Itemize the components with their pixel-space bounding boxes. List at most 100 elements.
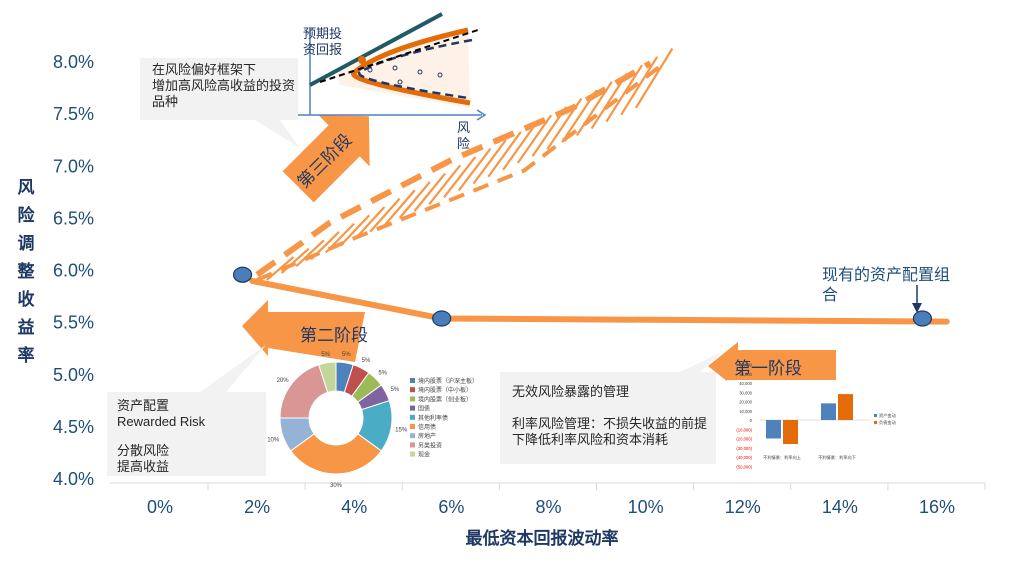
minibar-category-label: 不利情景：利率向上 bbox=[763, 454, 801, 461]
portfolio-markers bbox=[232, 266, 933, 327]
inset-point bbox=[358, 56, 366, 64]
legend-label: 房地产 bbox=[418, 432, 436, 440]
phase3-hatch-line bbox=[620, 56, 659, 116]
phase3-hatch-line bbox=[487, 131, 522, 178]
legend-label: 信用债 bbox=[418, 423, 436, 431]
inset-dot bbox=[397, 79, 403, 85]
phase1-label: 第一阶段 bbox=[734, 359, 802, 378]
minibar-y-tick: (40,000) bbox=[736, 455, 752, 460]
inset-x-label-2: 险 bbox=[457, 136, 470, 151]
minibar-bar bbox=[766, 420, 781, 439]
inset-x-label-1: 风 bbox=[457, 120, 470, 135]
phase3-hatch-line bbox=[443, 156, 477, 199]
minibar-y-tick: (10,000) bbox=[736, 427, 752, 432]
inset-dot bbox=[392, 65, 398, 71]
phase1-text-1: 无效风险暴露的管理 bbox=[512, 384, 629, 399]
phase3-hatch-line bbox=[295, 239, 325, 267]
legend-label: 境内股票（沪深主板） bbox=[418, 377, 478, 385]
y-axis-title-char: 调 bbox=[18, 234, 35, 253]
minibar-y-tick: 50,000 bbox=[739, 372, 752, 377]
legend-label: 境内股票（创业板） bbox=[418, 395, 472, 403]
x-tick-label: 10% bbox=[628, 497, 664, 517]
portfolio-point bbox=[912, 310, 933, 327]
minibar-background bbox=[727, 380, 887, 465]
minibar-y-tick: 0 bbox=[750, 418, 753, 423]
current-portfolio-pointer-head bbox=[912, 303, 922, 313]
minibar-y-tick: 20,000 bbox=[739, 400, 752, 405]
minibar-y-tick: 30,000 bbox=[739, 390, 752, 395]
minibar-y-tick: 40,000 bbox=[739, 381, 752, 386]
legend-swatch bbox=[410, 378, 415, 383]
donut-legend: 境内股票（沪深主板）境内股票（中小板）境内股票（创业板） 国债其他利率债信用债房地… bbox=[410, 377, 478, 459]
inset-dot bbox=[437, 72, 443, 78]
y-axis-title-char: 收 bbox=[18, 289, 35, 309]
minibar-legend-swatch bbox=[874, 421, 877, 424]
legend-label: 其他利率债 bbox=[418, 414, 448, 422]
donut-slice-label: 10% bbox=[267, 437, 280, 443]
phase2-label: 第二阶段 bbox=[300, 326, 368, 345]
phase2-arrow: 第二阶段 bbox=[242, 300, 368, 362]
minibar-y-tick: 60,000 bbox=[739, 363, 752, 368]
phase3-hatch-line bbox=[605, 64, 643, 123]
x-tick-label: 14% bbox=[822, 497, 858, 517]
legend-swatch bbox=[410, 396, 415, 402]
phase3-text-1: 在风险偏好框架下 bbox=[152, 62, 256, 77]
phase3-hatch-line bbox=[472, 139, 507, 185]
phase1-arrow: 第一阶段 bbox=[708, 342, 836, 390]
asset-allocation-donut: 5%5%5%5%15%30%10%20%5% bbox=[267, 352, 408, 489]
minibar-bar bbox=[821, 403, 836, 420]
y-axis-title-char: 整 bbox=[18, 261, 35, 281]
y-axis-title-char: 率 bbox=[18, 345, 35, 365]
phase3-upper-dashed-line bbox=[255, 60, 652, 278]
y-axis-title-char: 风 bbox=[18, 178, 35, 197]
phase3-text-2: 增加高风险高收益的投资 bbox=[152, 78, 295, 93]
portfolio-point bbox=[432, 310, 452, 327]
donut-slice-label: 5% bbox=[321, 352, 330, 358]
minibar-y-tick: 10,000 bbox=[739, 409, 752, 414]
legend-swatch bbox=[410, 424, 415, 429]
inset-y-label-1: 预期投 bbox=[303, 26, 342, 41]
phase3-hatch-line bbox=[413, 172, 446, 212]
legend-label: 国债 bbox=[418, 405, 430, 413]
phase3-hatch-line bbox=[516, 114, 553, 164]
x-tick-label: 8% bbox=[535, 497, 561, 517]
donut-slice-label: 30% bbox=[330, 483, 343, 489]
legend-swatch bbox=[410, 442, 415, 448]
y-tick-label: 6.5% bbox=[53, 208, 94, 228]
phase1-text-2: 利率风险管理：不损失收益的前提 bbox=[512, 416, 707, 431]
legend-label: 现金 bbox=[418, 451, 430, 459]
minibar-legend-swatch bbox=[874, 414, 877, 417]
x-tick-label: 6% bbox=[438, 497, 464, 517]
inset-frontier-area bbox=[335, 30, 470, 108]
legend-swatch bbox=[410, 451, 415, 457]
current-portfolio-label-1: 现有的资产配置组 bbox=[822, 266, 950, 284]
phase2-text-3: 分散风险 bbox=[117, 443, 169, 458]
y-axis-ticks: 8.0%7.5%7.0%6.5%6.0%5.5%5.0%4.5%4.0% bbox=[53, 52, 94, 489]
phase2-text-4: 提高收益 bbox=[117, 459, 169, 474]
inset-dot bbox=[417, 69, 423, 75]
inset-frontier-curve bbox=[351, 27, 471, 106]
minibar-y-tick: (50,000) bbox=[736, 464, 752, 469]
legend-swatch bbox=[410, 387, 415, 393]
inset-x-arrow bbox=[476, 109, 487, 121]
legend-label: 境内股票（中小板） bbox=[418, 386, 472, 394]
legend-swatch bbox=[410, 414, 415, 420]
donut-slice-label: 5% bbox=[362, 358, 371, 364]
current-portfolio-label-2: 合 bbox=[822, 286, 838, 304]
x-tick-label: 2% bbox=[244, 497, 270, 517]
phase3-hatch-line bbox=[398, 181, 431, 219]
phase3-callout-box bbox=[140, 58, 300, 148]
y-tick-label: 8.0% bbox=[53, 52, 94, 72]
donut-slice bbox=[289, 433, 383, 475]
y-tick-label: 6.0% bbox=[53, 261, 94, 281]
minibar-bar bbox=[838, 394, 853, 420]
y-tick-label: 7.0% bbox=[53, 156, 94, 176]
phase3-hatch-line bbox=[457, 147, 492, 192]
donut-slice-label: 15% bbox=[395, 427, 408, 433]
x-tick-label: 4% bbox=[341, 497, 367, 517]
y-tick-label: 7.5% bbox=[53, 104, 94, 124]
y-tick-label: 4.5% bbox=[53, 417, 94, 437]
donut-slice bbox=[318, 361, 337, 393]
phase3-hatch-line bbox=[428, 164, 462, 205]
